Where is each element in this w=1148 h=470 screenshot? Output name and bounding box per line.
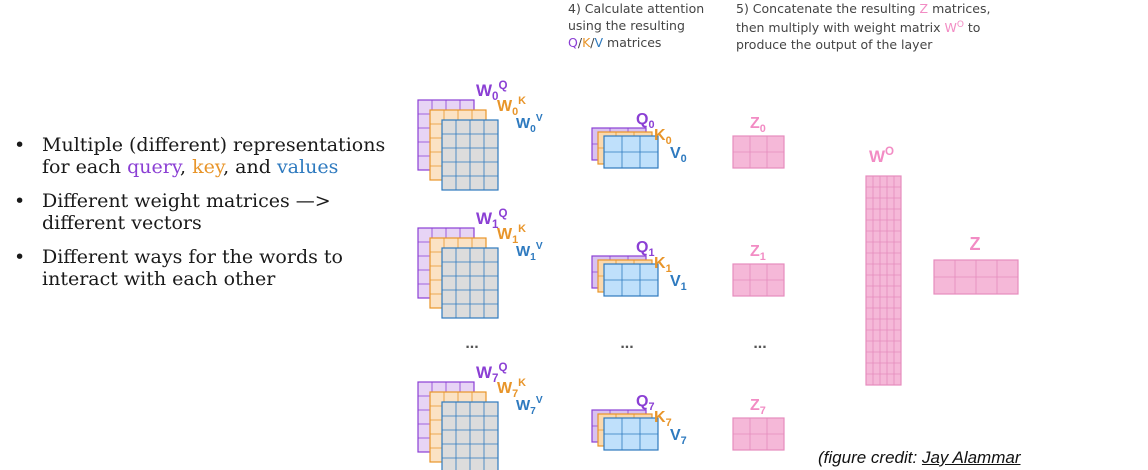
wo-sup: O: [956, 20, 964, 30]
wk-label: W7K: [497, 377, 526, 400]
step-5-line: produce the output of the layer: [736, 37, 933, 53]
bullet-dot: •: [14, 134, 26, 156]
keyword-query: query: [127, 156, 181, 178]
step-5-line: 5) Concatenate the resulting Z matrices,: [736, 0, 1036, 17]
keyword-values: values: [276, 156, 339, 178]
bullet-list: • Multiple (different) representations fo…: [10, 134, 410, 302]
step-5-text: 5) Concatenate the resulting: [736, 1, 920, 16]
bullet-sep: ,: [180, 156, 193, 178]
slash: /: [577, 35, 583, 50]
ellipsis: ...: [620, 335, 633, 352]
bullet-sep: , and: [223, 156, 277, 178]
bullet-item: • Multiple (different) representations fo…: [10, 134, 410, 178]
v-letter: V: [594, 35, 604, 50]
k-label: K0: [654, 127, 672, 147]
q-label: Q0: [636, 111, 655, 131]
wq-label: W7Q: [476, 362, 507, 385]
wv-label: W1V: [516, 241, 543, 263]
wv-label: W0V: [516, 113, 543, 135]
credit-author-link[interactable]: Jay Alammar: [921, 448, 1021, 467]
ellipsis: ...: [465, 335, 478, 352]
bullet-item: • Different weight matrices —> different …: [10, 190, 410, 234]
k-letter: K: [582, 35, 591, 50]
q-label: Q7: [636, 393, 655, 413]
wo-label: WO: [869, 146, 894, 166]
q-label: Q1: [636, 239, 655, 259]
ellipsis: ...: [753, 335, 766, 352]
bullet-text: Multiple (different) representations for…: [42, 134, 386, 178]
step-5-text: matrices,: [928, 1, 991, 16]
step-5-text: then multiply with weight matrix: [736, 20, 945, 36]
wq-label: W0Q: [476, 80, 507, 103]
k-label: K1: [654, 255, 672, 275]
z-label: Z0: [750, 115, 766, 135]
step-4-caption: 4) Calculate attention using the resulti…: [568, 0, 728, 51]
keyword-key: key: [192, 156, 224, 178]
wv-label: W7V: [516, 395, 543, 417]
wo-letter: W: [944, 20, 957, 36]
z-output-label: Z: [970, 234, 981, 254]
z-label: Z1: [750, 243, 766, 263]
bullet-item: • Different ways for the words to interac…: [10, 246, 410, 290]
step-5-line: then multiply with weight matrix WO to: [736, 17, 1036, 36]
step-5-text: to: [963, 20, 981, 36]
z-label: Z7: [750, 397, 766, 417]
wo-matrix: [865, 175, 902, 386]
wq-label: W1Q: [476, 208, 507, 231]
v-label: V1: [670, 273, 687, 293]
slash: /: [590, 35, 595, 50]
bullet-text: Different weight matrices —> different v…: [42, 190, 331, 234]
figure-credit: (figure credit: Jay Alammar: [818, 448, 1021, 468]
step-5-caption: 5) Concatenate the resulting Z matrices,…: [736, 0, 1036, 53]
credit-prefix: (figure credit:: [818, 448, 922, 467]
wk-label: W0K: [497, 95, 526, 118]
step-4-line: using the resulting: [568, 18, 685, 33]
bullet-text: Different ways for the words to interact…: [42, 246, 343, 290]
bullet-dot: •: [14, 246, 26, 268]
step-4-tail: matrices: [603, 35, 662, 50]
step-4-line: Q/K/V matrices: [568, 34, 728, 51]
wk-label: W1K: [497, 223, 526, 246]
step-4-line: 4) Calculate attention: [568, 1, 705, 16]
q-letter: Q: [568, 35, 578, 50]
v-label: V0: [670, 145, 687, 165]
k-label: K7: [654, 409, 672, 429]
z-letter: Z: [919, 1, 929, 16]
bullet-dot: •: [14, 190, 26, 212]
v-label: V7: [670, 427, 687, 447]
